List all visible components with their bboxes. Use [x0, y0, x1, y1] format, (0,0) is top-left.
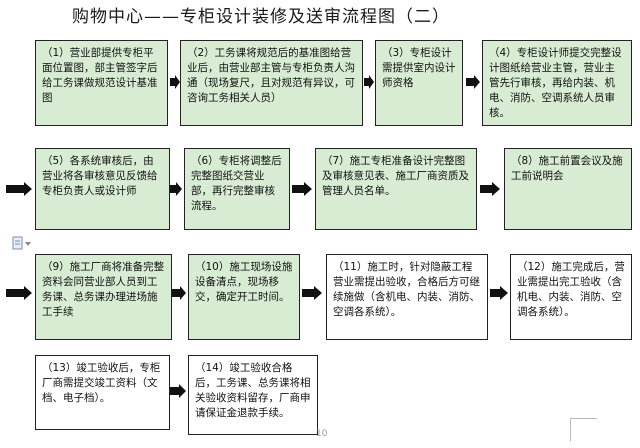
step-box-5: （5）各系统审核后，由营业将各审核意见反馈给专柜负责人或设计师	[35, 148, 170, 230]
step-box-6: （6）专柜将调整后完整图纸交营业部，再行完整审核流程。	[184, 148, 290, 230]
document-icon	[12, 236, 34, 252]
step-box-7: （7）施工专柜准备设计完整图及审核意见表、施工厂商资质及管理人员名单。	[315, 148, 477, 230]
step-box-10: （10）施工现场设施设备清点，现场移交，确定开工时间。	[188, 254, 300, 340]
arrow-right	[6, 182, 32, 196]
arrow-right	[302, 286, 322, 300]
step-box-8: （8）施工前置会议及施工前说明会	[504, 148, 632, 230]
arrow-right	[364, 75, 374, 89]
step-box-12: （12）施工完成后，营业需提出完工验收（含机电、内装、消防、空调各系统）。	[510, 254, 632, 340]
arrow-right	[466, 75, 480, 89]
step-box-9: （9）施工厂商将准备完整资料会同营业部人员到工务课、总务课办理进场施工手续	[35, 254, 172, 340]
arrow-right	[480, 182, 500, 196]
diagram-title: 购物中心——专柜设计装修及送审流程图（二）	[72, 7, 450, 27]
arrow-right	[170, 75, 180, 89]
corner-mark	[570, 418, 597, 441]
step-box-2: （2）工务课将规范后的基准图给营业后，由营业部主管与专柜负责人沟通（现场复尺，且…	[180, 40, 363, 126]
step-box-3: （3）专柜设计需提供室内设计师资格	[375, 40, 463, 126]
arrow-right	[6, 286, 32, 300]
step-box-13: （13）竣工验收后，专柜厂商需提交竣工资料（文档、电子档）。	[35, 355, 170, 430]
arrow-right	[170, 384, 186, 398]
step-box-4: （4）专柜设计师提交完整设计图纸给营业主管，营业主管先行审核，再给内装、机电、消…	[482, 40, 632, 126]
step-box-14: （14）竣工验收合格后，工务课、总务课将相关验收资料留存，厂商申请保证金退款手续…	[188, 355, 318, 435]
step-box-11: （11）施工时，针对隐蔽工程营业需提出验收，合格后方可继续施做（含机电、内装、消…	[326, 254, 488, 340]
step-box-1: （1）营业部提供专柜平面位置图，部主管签字后给工务课做规范设计基准图	[35, 40, 168, 126]
arrow-right	[490, 286, 508, 300]
arrow-right	[170, 182, 182, 196]
page-number: 10	[316, 429, 328, 439]
arrow-right	[172, 286, 186, 300]
arrow-right	[292, 182, 312, 196]
